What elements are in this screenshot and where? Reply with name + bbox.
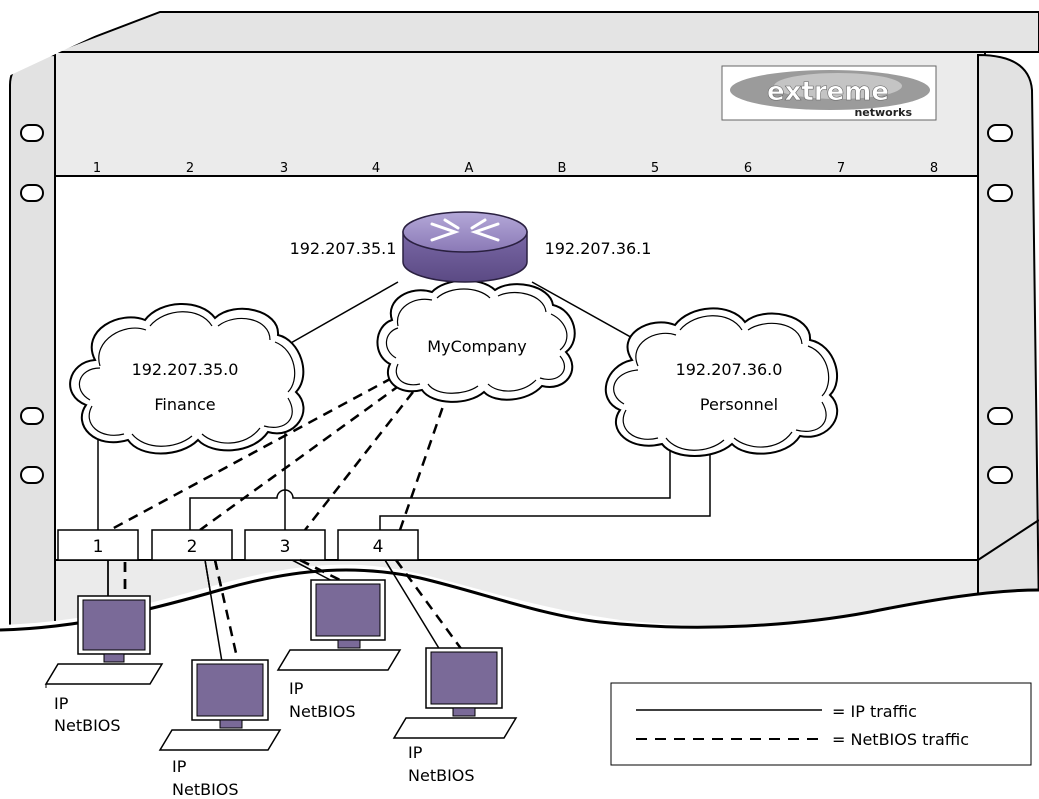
mount-hole — [987, 124, 1013, 142]
slot-labels: 1 2 3 4 A B 5 6 7 8 — [93, 161, 938, 176]
host-protocol-netbios: NetBIOS — [54, 716, 121, 735]
ports: 1 2 3 4 — [57, 529, 419, 561]
finance-name-label: Finance — [154, 395, 215, 414]
mount-hole — [987, 407, 1013, 425]
logo-sub: networks — [854, 106, 912, 119]
mount-hole — [20, 407, 44, 425]
port-label: 4 — [373, 537, 384, 557]
personnel-cloud — [604, 307, 839, 457]
host-protocol-ip: IP — [289, 679, 304, 698]
chassis-top — [54, 11, 1039, 53]
pc-2: IP NetBIOS — [158, 659, 282, 799]
slot-label: 4 — [372, 161, 380, 176]
legend-box — [610, 682, 1032, 766]
personnel-network-label: 192.207.36.0 — [676, 360, 783, 379]
mount-hole — [20, 124, 44, 142]
computer-icon — [276, 579, 402, 671]
legend-netbios-label: = NetBIOS traffic — [832, 730, 969, 749]
port-1: 1 — [57, 529, 139, 561]
finance-network-label: 192.207.35.0 — [132, 360, 239, 379]
logo-brand: extreme — [767, 77, 889, 107]
port-2: 2 — [151, 529, 233, 561]
extreme-networks-logo: extreme networks — [721, 65, 937, 121]
router-icon — [402, 211, 528, 283]
port-label: 1 — [93, 537, 104, 557]
host-protocol-ip: IP — [408, 743, 423, 762]
legend: = IP traffic = NetBIOS traffic — [610, 682, 1032, 766]
port-label: 2 — [187, 537, 198, 557]
router-right-ip: 192.207.36.1 — [545, 239, 652, 258]
right-mount-ear — [977, 53, 1039, 626]
host-protocol-ip: IP — [54, 694, 69, 713]
computer-icon — [158, 659, 282, 751]
mount-hole — [20, 184, 44, 202]
port-4: 4 — [337, 529, 419, 561]
host-protocol-netbios: NetBIOS — [289, 702, 356, 721]
slot-label: 6 — [744, 161, 752, 176]
pc-1: IP NetBIOS — [44, 595, 164, 735]
slot-label: 3 — [280, 161, 288, 176]
mount-hole — [987, 184, 1013, 202]
slot-label: 8 — [930, 161, 938, 176]
mycompany-label: MyCompany — [427, 337, 526, 356]
port-label: 3 — [280, 537, 291, 557]
right-ear-holes — [987, 124, 1013, 484]
left-mount-ear — [9, 53, 56, 626]
host-protocol-netbios: NetBIOS — [172, 780, 239, 799]
computer-icon — [44, 595, 164, 688]
slot-label: 1 — [93, 161, 101, 176]
slot-label: 7 — [837, 161, 845, 176]
slot-label: 2 — [186, 161, 194, 176]
host-protocol-ip: IP — [172, 757, 187, 776]
host-protocol-netbios: NetBIOS — [408, 766, 475, 785]
pc-3: IP NetBIOS — [276, 579, 402, 721]
mount-hole — [987, 466, 1013, 484]
finance-cloud — [69, 303, 305, 455]
legend-ip-label: = IP traffic — [832, 702, 917, 721]
slot-label: 5 — [651, 161, 659, 176]
personnel-name-label: Personnel — [700, 395, 778, 414]
mount-hole — [20, 466, 44, 484]
router-left-ip: 192.207.35.1 — [290, 239, 397, 258]
pc-4: IP NetBIOS — [392, 647, 518, 785]
port-3: 3 — [244, 529, 326, 561]
computer-icon — [392, 647, 518, 739]
slot-label: B — [558, 161, 567, 176]
slot-label: A — [465, 161, 474, 176]
left-ear-holes — [20, 124, 44, 484]
